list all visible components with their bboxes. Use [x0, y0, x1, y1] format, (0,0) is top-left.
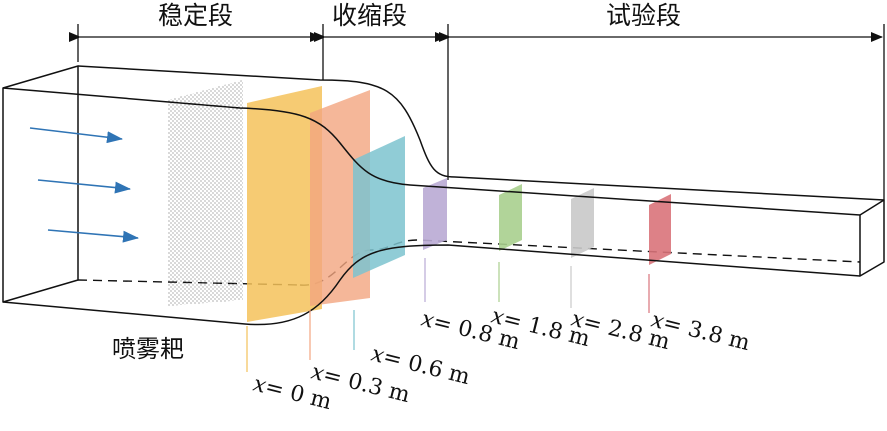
section-label-contraction: 收缩段	[332, 1, 407, 30]
station-plane-2	[353, 136, 405, 278]
flow-arrows	[29, 127, 139, 243]
station-plane-0	[247, 86, 322, 322]
section-label-stabilizing: 稳定段	[158, 1, 233, 30]
station-leaders	[246, 258, 650, 372]
section-label-test: 试验段	[606, 1, 681, 30]
station-planes	[168, 80, 671, 322]
spray-rake-screen	[168, 80, 243, 306]
station-plane-3	[423, 178, 447, 250]
station-plane-4	[499, 184, 522, 251]
flow-arrow-3	[47, 229, 139, 243]
spray-rake-label: 喷雾耙	[112, 335, 184, 363]
station-plane-5	[571, 188, 594, 258]
flow-arrow-2	[37, 179, 131, 194]
station-labels: x= 0 m x= 0.3 m x= 0.6 m x= 0.8 m x= 1.8…	[251, 304, 753, 416]
section-dimensions	[69, 24, 885, 200]
station-plane-6	[649, 194, 671, 265]
tunnel-outline	[2, 65, 885, 326]
flow-arrow-1	[29, 127, 123, 144]
